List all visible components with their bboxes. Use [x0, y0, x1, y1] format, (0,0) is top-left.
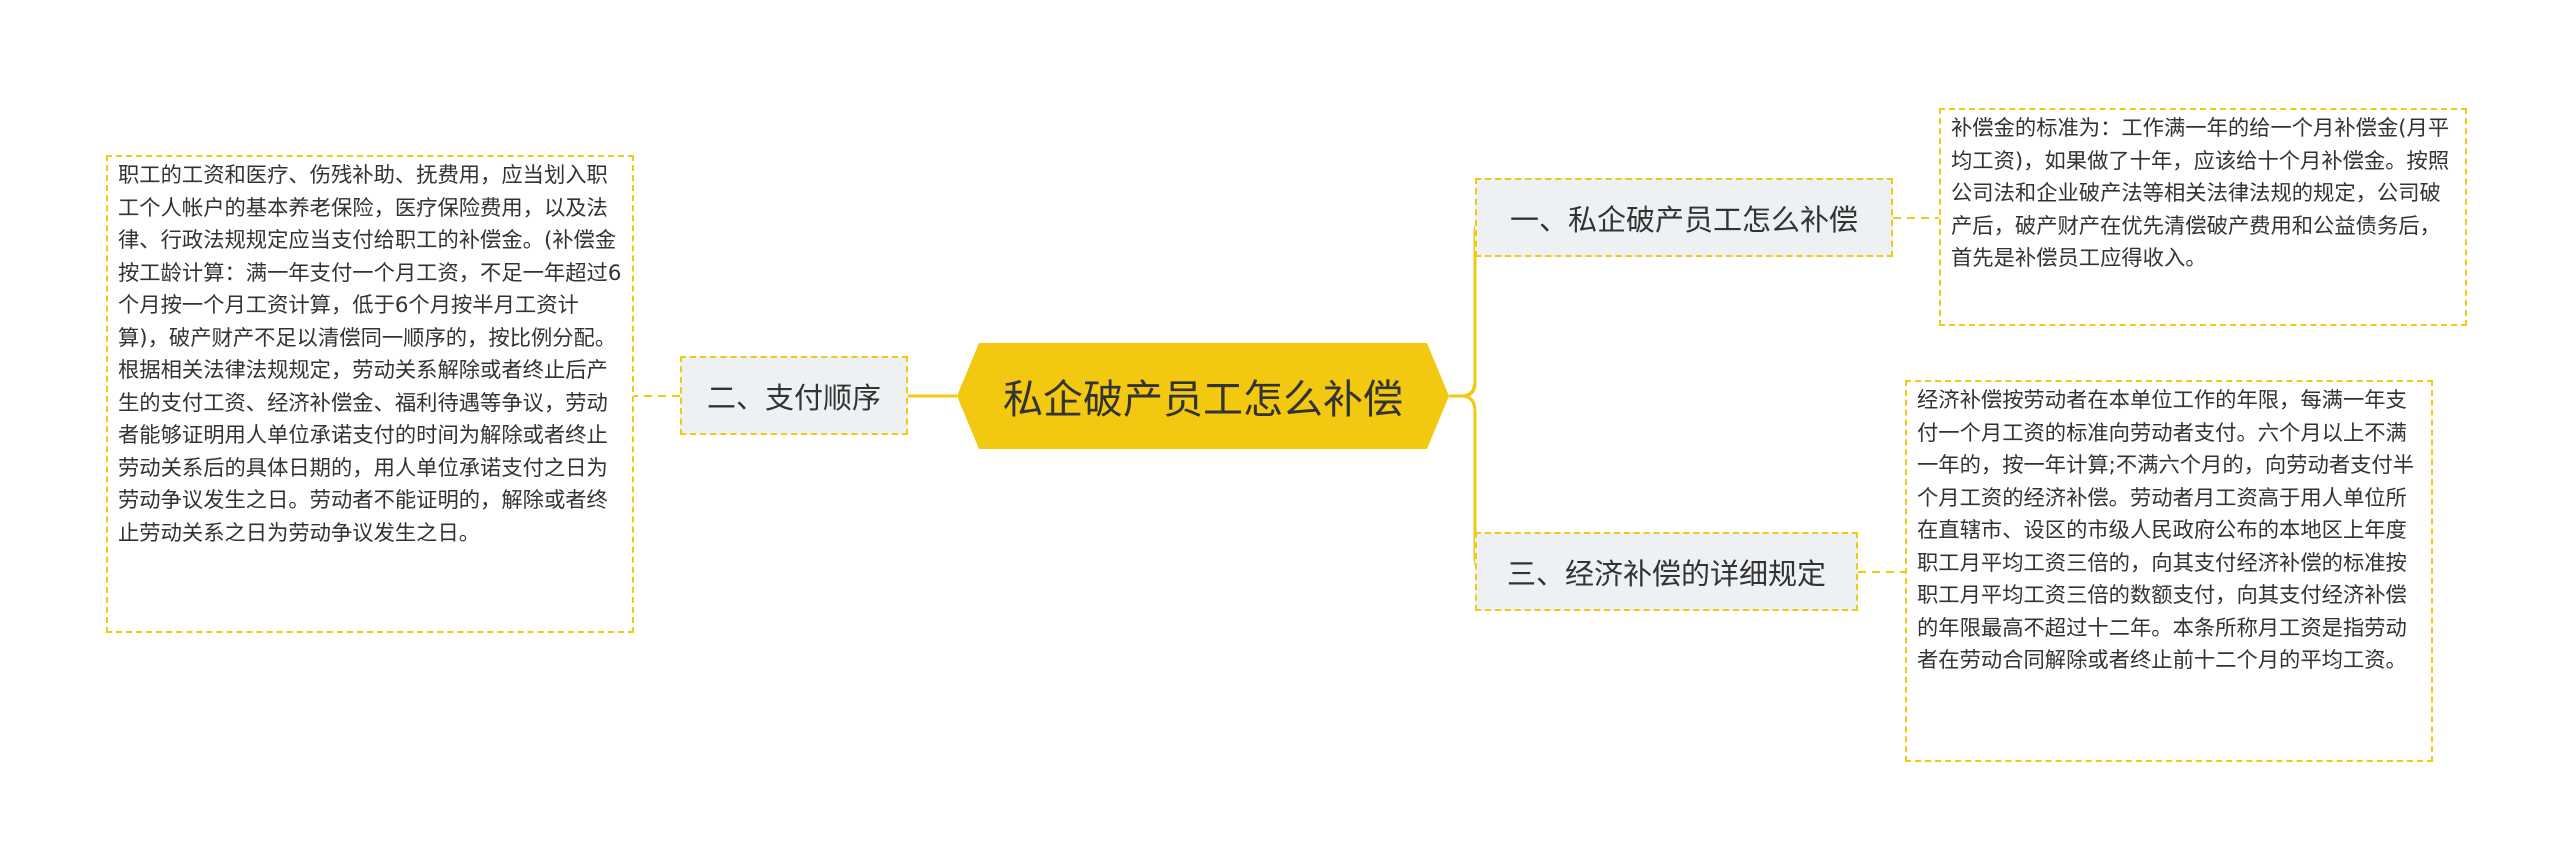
leaf-note-2[interactable]: 职工的工资和医疗、伤残补助、抚费用，应当划入职工个人帐户的基本养老保险，医疗保险… [106, 155, 634, 633]
central-topic[interactable]: 私企破产员工怎么补偿 [957, 343, 1449, 449]
central-topic-shape [957, 343, 1449, 449]
leaf-note-3[interactable]: 经济补偿按劳动者在本单位工作的年限，每满一年支付一个月工资的标准向劳动者支付。六… [1905, 380, 2433, 762]
branch-topic-2[interactable]: 二、支付顺序 [680, 356, 908, 435]
central-topic-label: 私企破产员工怎么补偿 [1003, 377, 1403, 423]
branch-topic-3[interactable]: 三、经济补偿的详细规定 [1475, 532, 1858, 611]
branch-topic-3-label: 三、经济补偿的详细规定 [1506, 556, 1826, 591]
branch-topic-1[interactable]: 一、私企破产员工怎么补偿 [1475, 178, 1893, 257]
branch-topic-1-label: 一、私企破产员工怎么补偿 [1509, 202, 1858, 237]
leaf-note-1[interactable]: 补偿金的标准为：工作满一年的给一个月补偿金(月平均工资)，如果做了十年，应该给十… [1939, 108, 2467, 326]
branch-topic-2-label: 二、支付顺序 [706, 380, 881, 415]
